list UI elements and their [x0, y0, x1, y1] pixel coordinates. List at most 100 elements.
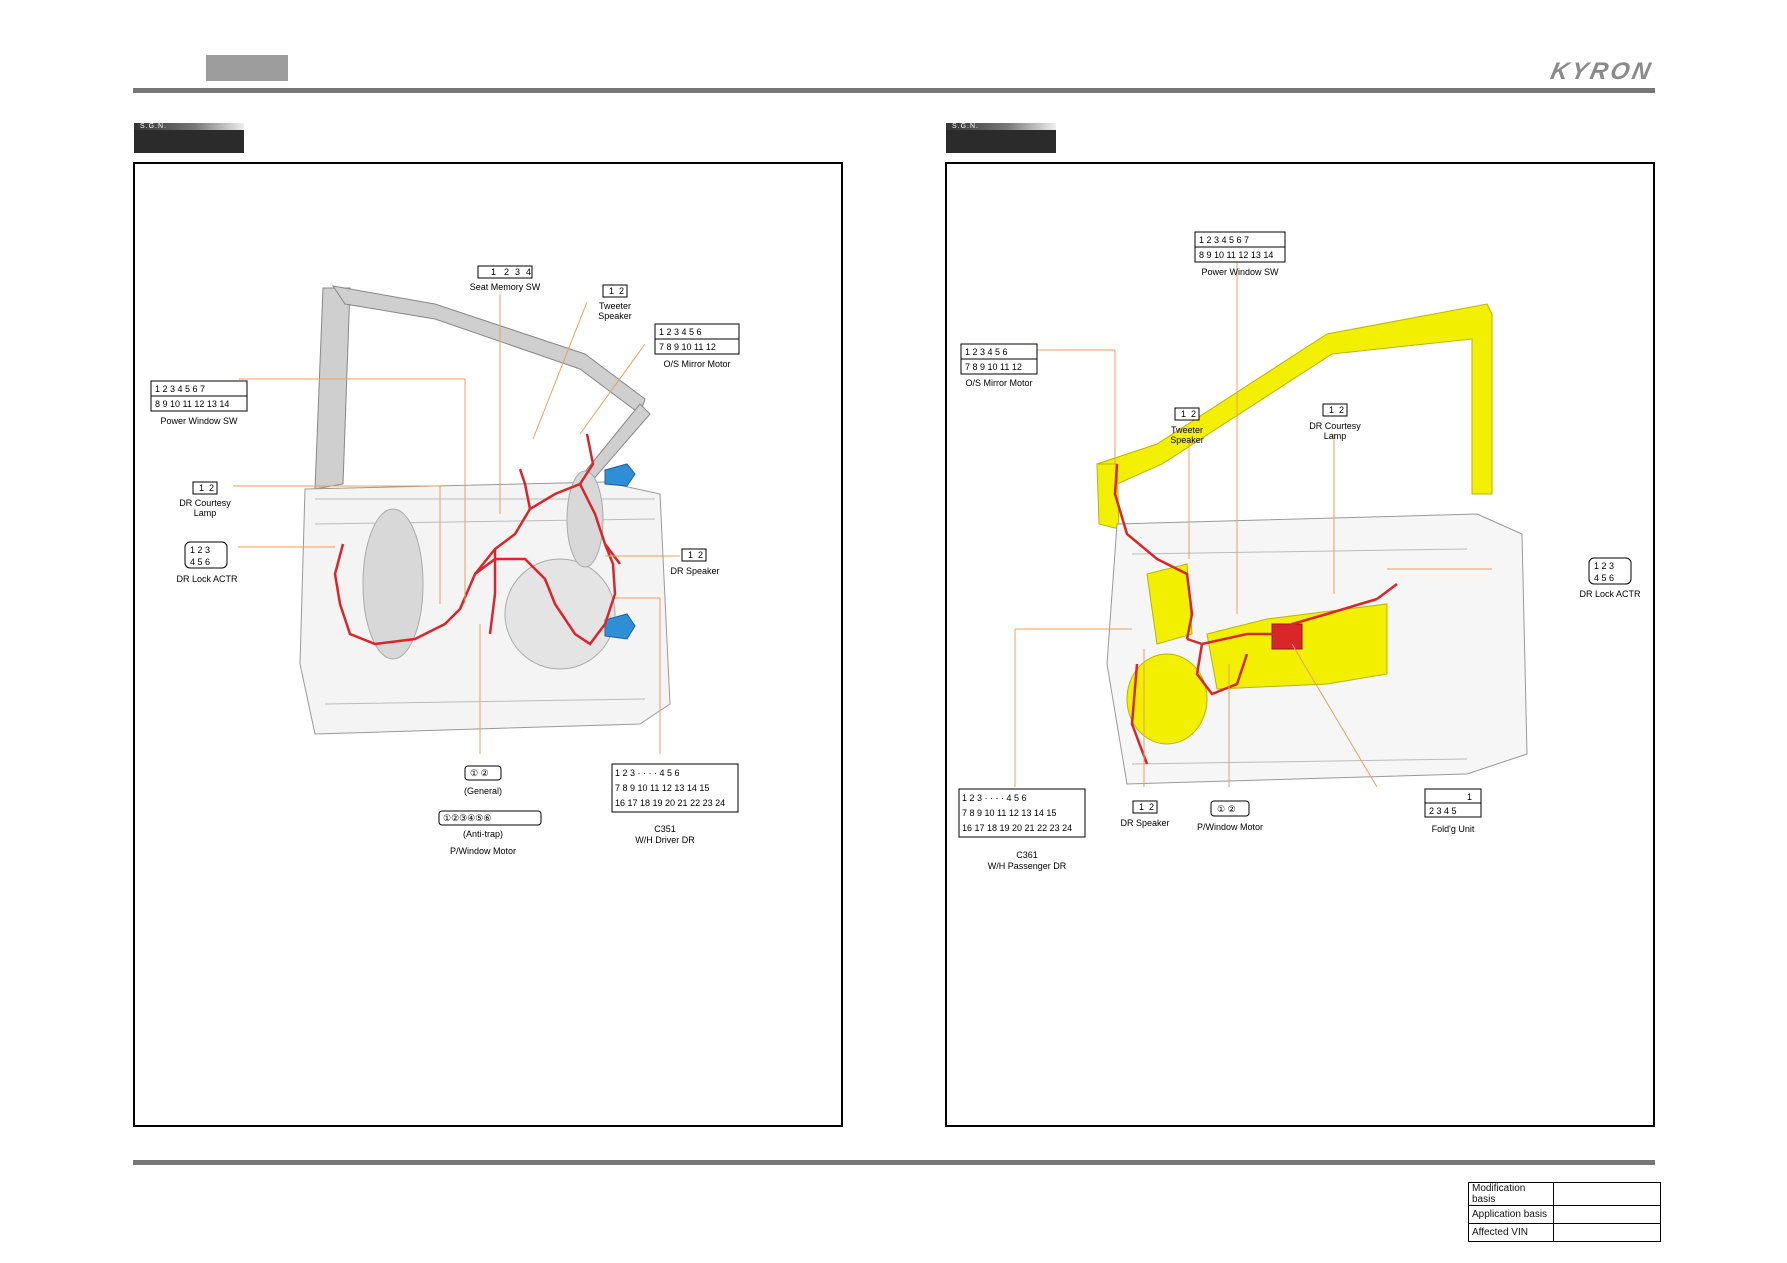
svg-text:1 2 3 4 5 6: 1 2 3 4 5 6 [659, 327, 702, 337]
dr-lock-actr-label: DR Lock ACTR [1579, 589, 1641, 599]
table-row: Modification basis [1468, 1182, 1661, 1206]
table-cell-value [1553, 1182, 1661, 1206]
table-cell-value [1553, 1205, 1661, 1224]
p-window-motor-connector: ① ② (General) ①②③④⑤⑥ (Anti-trap) P/Windo… [438, 765, 542, 856]
svg-text:2: 2 [209, 483, 214, 493]
c361-connector: 1 2 3 · · · · 4 5 6 7 8 9 10 11 12 13 14… [958, 788, 1086, 871]
speaker-cavity [362, 508, 424, 660]
p-window-motor-label: P/Window Motor [1197, 822, 1263, 832]
seat-memory-sw-label: Seat Memory SW [470, 282, 541, 292]
table-row: Application basis [1468, 1205, 1661, 1224]
brand-logo: KYRON [1548, 58, 1656, 85]
svg-text:2: 2 [1149, 802, 1154, 812]
hinge-icon [604, 463, 636, 640]
dr-lock-actr-connector: 1 2 3 4 5 6 DR Lock ACTR [1579, 557, 1641, 599]
os-mirror-motor-label: O/S Mirror Motor [663, 359, 730, 369]
table-cell-label: Affected VIN [1468, 1223, 1554, 1242]
svg-text:1: 1 [199, 483, 204, 493]
header-tab [206, 55, 288, 81]
section-tag-right: S.G.N. [946, 123, 1056, 153]
svg-text:1 2 3 4 5 6 7: 1 2 3 4 5 6 7 [155, 384, 205, 394]
door-window-frame [1096, 303, 1493, 530]
p-window-motor-connector: ① ② P/Window Motor [1197, 800, 1263, 832]
speaker-cavity [1126, 653, 1208, 745]
door-body [299, 470, 671, 735]
power-window-sw-connector: 1 2 3 4 5 6 7 8 9 10 11 12 13 14 Power W… [150, 380, 248, 426]
svg-text:4 5 6: 4 5 6 [190, 557, 210, 567]
section-tag-text: S.G.N. [134, 123, 244, 130]
wh-passenger-dr-label: W/H Passenger DR [988, 861, 1067, 871]
svg-text:1: 1 [1181, 409, 1186, 419]
power-window-sw-connector: 1 2 3 4 5 6 7 8 9 10 11 12 13 14 Power W… [1194, 231, 1286, 277]
wh-driver-dr-label: W/H Driver DR [635, 835, 695, 845]
leader-lines [233, 294, 680, 754]
os-mirror-motor-label: O/S Mirror Motor [965, 378, 1032, 388]
svg-text:1 2 3: 1 2 3 [190, 545, 210, 555]
svg-text:4 5 6: 4 5 6 [1594, 573, 1614, 583]
dr-courtesy-lamp-label-1: DR Courtesy [1309, 421, 1361, 431]
dr-courtesy-lamp-label-1: DR Courtesy [179, 498, 231, 508]
svg-text:1 2 3 · · · · 4 5 6: 1 2 3 · · · · 4 5 6 [962, 793, 1027, 803]
svg-text:7 8 9 10 11 12: 7 8 9 10 11 12 [965, 362, 1022, 372]
dr-lock-actr-connector: 1 2 3 4 5 6 DR Lock ACTR [176, 541, 238, 584]
power-window-sw-label: Power Window SW [160, 416, 238, 426]
svg-text:1 2 3 · · · · 4 5 6: 1 2 3 · · · · 4 5 6 [615, 768, 680, 778]
leader-lines [1014, 260, 1492, 788]
svg-text:2: 2 [504, 267, 509, 277]
table-cell-label: Application basis [1468, 1205, 1554, 1224]
door-window-frame [314, 285, 651, 490]
c361-label: C361 [1016, 850, 1038, 860]
header-rule [133, 88, 1655, 93]
section-tag-text: S.G.N. [946, 123, 1056, 130]
svg-text:16 17 18 19 20 21 22 23 24: 16 17 18 19 20 21 22 23 24 [615, 798, 725, 808]
dr-speaker-label: DR Speaker [1120, 818, 1169, 828]
anti-trap-label: (Anti-trap) [463, 829, 503, 839]
door-body [1106, 513, 1528, 785]
footer-rule [133, 1160, 1655, 1165]
svg-text:2: 2 [1339, 405, 1344, 415]
svg-text:8 9 10 11 12 13 14: 8 9 10 11 12 13 14 [155, 399, 229, 409]
svg-text:16 17 18 19 20 21 22 23 24: 16 17 18 19 20 21 22 23 24 [962, 823, 1072, 833]
svg-text:2 3 4 5: 2 3 4 5 [1429, 806, 1457, 816]
passenger-door-diagram: 1 2 3 4 5 6 7 8 9 10 11 12 13 14 Power W… [958, 231, 1641, 871]
table-cell-value [1553, 1223, 1661, 1242]
svg-text:1 2 3 4 5 6 7: 1 2 3 4 5 6 7 [1199, 235, 1249, 245]
svg-text:1 2 3: 1 2 3 [1594, 561, 1614, 571]
dr-lock-actr-label: DR Lock ACTR [176, 574, 238, 584]
svg-text:7 8 9 10 11 12 13 14 15: 7 8 9 10 11 12 13 14 15 [615, 783, 709, 793]
svg-text:3: 3 [515, 267, 520, 277]
svg-text:2: 2 [619, 286, 624, 296]
svg-text:7 8 9 10 11 12 13 14 15: 7 8 9 10 11 12 13 14 15 [962, 808, 1056, 818]
svg-text:1: 1 [491, 267, 496, 277]
svg-text:2: 2 [1191, 409, 1196, 419]
svg-text:1: 1 [688, 550, 693, 560]
tweeter-label-2: Speaker [1170, 435, 1204, 445]
svg-text:1: 1 [1467, 792, 1472, 802]
svg-text:7 8 9 10 11 12: 7 8 9 10 11 12 [659, 342, 716, 352]
c351-label: C351 [654, 824, 676, 834]
svg-text:2: 2 [698, 550, 703, 560]
os-mirror-motor-connector: 1 2 3 4 5 6 7 8 9 10 11 12 O/S Mirror Mo… [960, 343, 1038, 388]
foldg-unit-connector: 1 2 3 4 5 Fold'g Unit [1424, 788, 1482, 834]
revision-info-table: Modification basis Application basis Aff… [1468, 1182, 1661, 1242]
svg-text:①②③④⑤⑥: ①②③④⑤⑥ [443, 813, 491, 823]
svg-text:8 9 10 11 12 13 14: 8 9 10 11 12 13 14 [1199, 250, 1273, 260]
passenger-door-panel: 1 2 3 4 5 6 7 8 9 10 11 12 13 14 Power W… [945, 162, 1655, 1127]
dr-courtesy-lamp-label-2: Lamp [194, 508, 217, 518]
svg-text:1: 1 [1139, 802, 1144, 812]
tweeter-label-1: Tweeter [1171, 425, 1203, 435]
foldg-unit-label: Fold'g Unit [1432, 824, 1475, 834]
tweeter-label-1: Tweeter [599, 301, 631, 311]
svg-text:4: 4 [526, 267, 531, 277]
c351-connector: 1 2 3 · · · · 4 5 6 7 8 9 10 11 12 13 14… [611, 763, 739, 845]
speaker-cavity [504, 558, 616, 670]
svg-text:1 2 3 4 5 6: 1 2 3 4 5 6 [965, 347, 1008, 357]
